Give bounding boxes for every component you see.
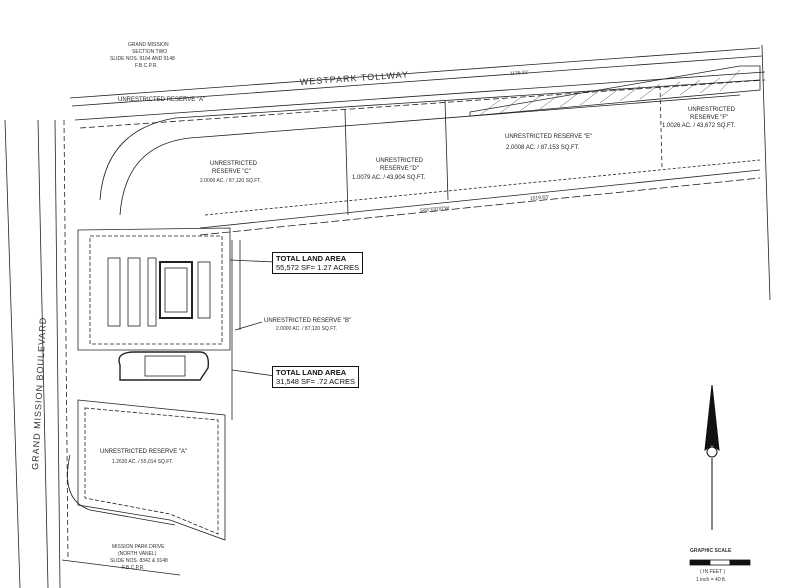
leader-2 — [231, 369, 276, 377]
drive-label-1: MISSION PARK DRIVE — [112, 544, 165, 550]
reserve-c-line-3: 2.0000 AC. / 87,120 SQ.FT. — [200, 178, 261, 184]
boulevard-edge-3 — [54, 119, 61, 588]
reserve-d-line-1: UNRESTRICTED — [376, 158, 424, 164]
scale-ratio: 1 inch = 40 ft. — [696, 577, 726, 583]
reserve-e-line-1: UNRESTRICTED RESERVE "E" — [505, 134, 592, 140]
inner-road-inner — [119, 94, 741, 216]
reserve-d-line-3: 1.0079 AC. / 43,904 SQ.FT. — [352, 175, 426, 181]
parking-row-1 — [107, 257, 121, 327]
land-area-callout-2: TOTAL LAND AREA 31,548 SF= .72 ACRES — [272, 366, 360, 388]
reserve-f-line-1: UNRESTRICTED — [688, 107, 736, 113]
east-line — [761, 44, 771, 301]
subdivision-line-4: F.B.C.P.R. — [135, 63, 158, 69]
boulevard-edge-4 — [63, 119, 69, 561]
drive-label-2: (NORTH VANEL) — [118, 551, 157, 557]
tollway-edge-north — [69, 47, 761, 99]
reserve-a-bottom-line-2: 1.2630 AC. / 55,014 SQ.FT. — [112, 459, 173, 465]
lower-site-inner — [84, 407, 219, 535]
tollway-label: WESTPARK TOLLWAY — [299, 69, 409, 87]
divider-de — [444, 99, 449, 201]
callout-1-title: TOTAL LAND AREA — [276, 254, 347, 263]
land-area-callout-1: TOTAL LAND AREA 55,572 SF= 1.27 ACRES — [272, 252, 364, 274]
access-line-2 — [199, 177, 761, 236]
reserve-e-line-2: 2.0008 AC. / 87,153 SQ.FT. — [506, 145, 580, 151]
parking-row-2 — [127, 257, 141, 327]
bottom-road — [61, 559, 181, 576]
reserve-f-hatch-outline — [469, 65, 761, 117]
north-arrow — [704, 384, 720, 530]
reserve-a-top-label: UNRESTRICTED RESERVE "A" — [118, 97, 205, 103]
parking-row-4 — [197, 261, 211, 319]
leader-3 — [234, 321, 263, 331]
inner-road-outer — [99, 79, 761, 201]
bearing-2: 1019.63' — [530, 194, 550, 202]
boulevard-edge-1 — [4, 119, 21, 588]
bearing-3: 1126.81' — [510, 70, 529, 77]
reserve-b-line-1: UNRESTRICTED RESERVE "B" — [264, 318, 351, 324]
scale-title: GRAPHIC SCALE — [690, 548, 732, 554]
access-line-1 — [199, 169, 761, 229]
callout-2-title: TOTAL LAND AREA — [276, 368, 347, 377]
parking-row-3 — [147, 257, 157, 327]
lower-curve — [67, 454, 176, 526]
callout-2-value: 31,548 SF= .72 ACRES — [276, 377, 356, 386]
scale-unit: ( IN FEET ) — [700, 569, 726, 575]
divider-cd — [344, 109, 349, 216]
building-2 — [144, 355, 186, 377]
reserve-d-line-2: RESERVE "D" — [380, 166, 419, 172]
tollway-edge-north-2 — [71, 55, 763, 107]
reserve-b-line-2: 2.0000 AC. / 87,120 SQ.FT. — [276, 326, 337, 332]
tollway-dashed — [79, 79, 766, 129]
subdivision-line-1: GRAND MISSION — [128, 42, 169, 48]
reserve-c-line-2: RESERVE "C" — [212, 169, 251, 175]
leader-1 — [229, 259, 276, 263]
site-block — [77, 227, 231, 351]
building-inner — [164, 267, 188, 313]
reserve-f-line-3: 1.0026 AC. / 43,672 SQ.FT. — [662, 123, 736, 129]
subdivision-line-3: SLIDE NOS. 9164 AND 9148 — [110, 56, 175, 62]
bearing-1: S83°03'00"W — [420, 205, 450, 214]
callout-1-value: 55,572 SF= 1.27 ACRES — [276, 263, 360, 272]
boulevard-edge-2 — [37, 119, 49, 588]
lower-site — [77, 399, 226, 541]
drive-label-4: F.B.C.P.R. — [122, 565, 145, 571]
drive-label-3: SLIDE NOS. 8342 & 9148 — [110, 558, 168, 564]
access-line-3 — [204, 159, 761, 216]
building — [159, 261, 193, 319]
site-block-inner — [89, 235, 223, 345]
reserve-c-line-1: UNRESTRICTED — [210, 161, 258, 167]
drive-thru — [118, 351, 210, 381]
reserve-a-bottom-line-1: UNRESTRICTED RESERVE "A" — [100, 449, 187, 455]
reserve-f-line-2: RESERVE "F" — [690, 115, 728, 121]
scale-bar — [689, 559, 751, 566]
tollway-edge-south — [74, 71, 766, 121]
subdivision-line-2: SECTION TWO — [132, 49, 167, 55]
